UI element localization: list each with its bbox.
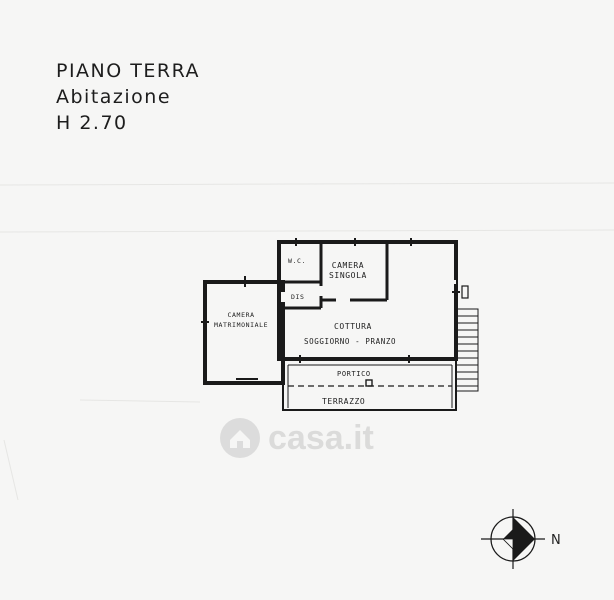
- terrace-outline: [282, 358, 457, 411]
- watermark: casa.it: [218, 416, 374, 460]
- room-label-portico: PORTICO: [337, 370, 371, 378]
- window-marks: [201, 238, 460, 380]
- entry-door-mark: [461, 285, 469, 299]
- ceiling-height: H 2.70: [56, 112, 128, 134]
- room-label-wc: W.C.: [288, 257, 307, 265]
- portico-pillar: [365, 379, 373, 387]
- exterior-stairs: [455, 308, 479, 392]
- room-label-camera-matrimoniale: CAMERA MATRIMONIALE: [214, 311, 269, 329]
- bedroom-block-wall: [203, 280, 285, 385]
- plan-heading: PIANO TERRA Abitazione H 2.70: [56, 58, 200, 136]
- room-label-soggiorno-pranzo: SOGGIORNO - PRANZO: [304, 337, 397, 346]
- compass-rose: [481, 509, 545, 569]
- room-label-camera-singola: CAMERA SINGOLA: [329, 261, 367, 280]
- house-logo-icon: [220, 418, 260, 458]
- watermark-text: casa.it: [268, 418, 374, 457]
- room-label-terrazzo: TERRAZZO: [322, 397, 366, 406]
- plan-title: PIANO TERRA: [56, 60, 201, 82]
- north-label: N: [551, 533, 561, 548]
- plan-subtitle: Abitazione: [56, 86, 172, 108]
- room-label-cottura: COTTURA: [334, 322, 372, 331]
- scan-artifacts: [0, 182, 614, 501]
- room-label-dis: DIS: [291, 293, 305, 301]
- interior-walls: [283, 242, 389, 310]
- door-gaps: [281, 280, 456, 302]
